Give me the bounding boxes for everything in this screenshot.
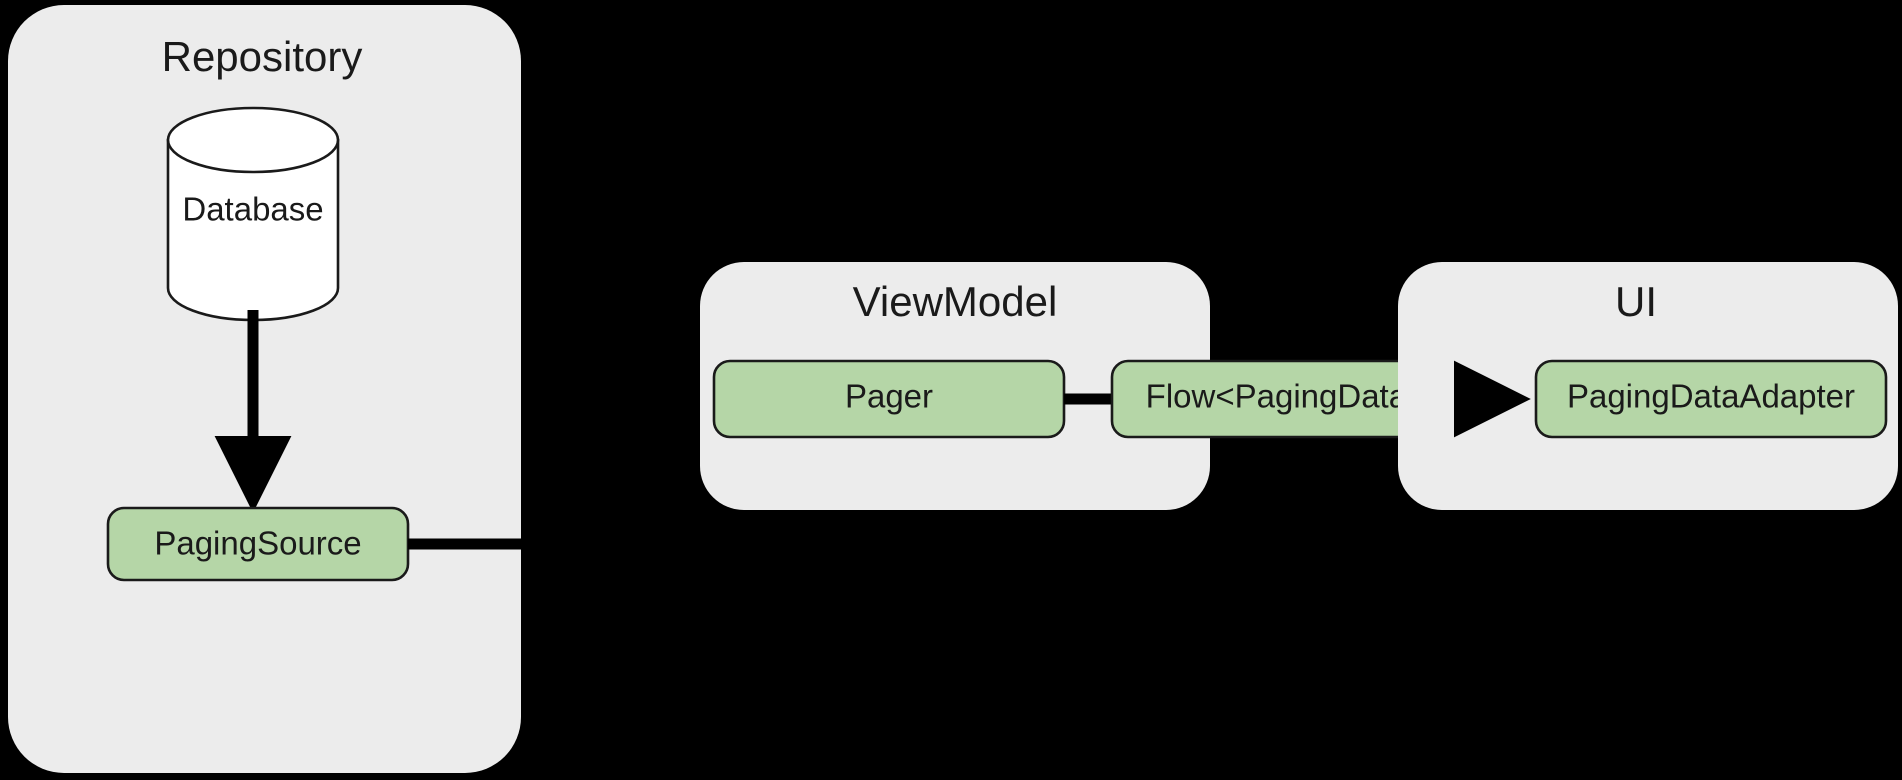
node-paging-data-adapter-label: PagingDataAdapter [1567, 378, 1855, 415]
node-paging-data-adapter-box [1534, 359, 1888, 439]
node-flow-paging-data-label: Flow<PagingData> [1146, 378, 1427, 415]
node-database[interactable]: Database [166, 106, 340, 322]
node-pager[interactable]: Pager [712, 359, 1066, 439]
database-label: Database [182, 191, 323, 228]
group-repository-title: Repository [162, 33, 363, 80]
node-flow-paging-data[interactable]: Flow<PagingData> [1110, 359, 1462, 439]
node-paging-data-adapter[interactable]: PagingDataAdapter [1534, 359, 1888, 439]
node-paging-source[interactable]: PagingSource [106, 506, 410, 582]
database-cylinder-top [166, 106, 340, 174]
node-paging-source-label: PagingSource [154, 525, 361, 562]
node-pager-label: Pager [845, 378, 933, 415]
group-ui-title: UI [1615, 278, 1657, 325]
group-viewmodel-title: ViewModel [853, 278, 1058, 325]
